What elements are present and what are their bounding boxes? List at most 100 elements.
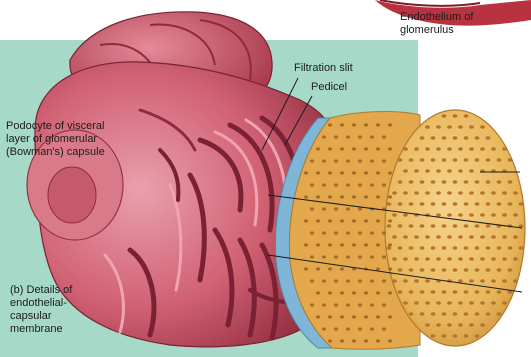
fenestra <box>425 169 430 173</box>
fenestra <box>364 123 368 126</box>
fenestra <box>346 279 350 282</box>
fenestra <box>491 213 496 217</box>
fenestra <box>480 301 485 305</box>
fenestra <box>464 158 469 162</box>
fenestra <box>502 257 507 261</box>
fenestra <box>458 169 463 173</box>
fenestra <box>358 231 362 234</box>
fenestra <box>420 246 425 250</box>
fenestra <box>442 334 447 338</box>
fenestra <box>398 246 403 250</box>
fenestra <box>376 123 380 126</box>
fenestra <box>352 243 356 246</box>
fenestra <box>364 243 368 246</box>
fenestra <box>442 202 447 206</box>
label-filtration-slit: Filtration slit <box>294 62 353 75</box>
fenestra <box>352 147 356 150</box>
fenestra <box>491 191 496 195</box>
fenestra <box>310 255 314 258</box>
fenestra <box>414 279 419 283</box>
fenestra <box>436 169 441 173</box>
fenestra <box>340 339 344 342</box>
fenestra <box>480 147 485 151</box>
fenestra <box>425 323 430 327</box>
fenestra <box>398 202 403 206</box>
fenestra <box>304 243 308 246</box>
fenestra <box>442 246 447 250</box>
fenestra <box>310 279 314 282</box>
fenestra <box>388 219 392 222</box>
fenestra <box>502 213 507 217</box>
fenestra <box>328 147 332 150</box>
fenestra <box>322 231 326 234</box>
fenestra <box>388 315 392 318</box>
fenestra <box>491 235 496 239</box>
fenestra <box>340 315 344 318</box>
fenestra <box>458 301 463 305</box>
fenestra <box>352 195 356 198</box>
fenestra <box>502 147 507 151</box>
fenestra <box>370 135 374 138</box>
fenestra <box>346 303 350 306</box>
fenestra <box>480 235 485 239</box>
fenestra <box>497 246 502 250</box>
fenestra <box>364 219 368 222</box>
fenestra <box>387 246 392 250</box>
fenestra <box>328 291 332 294</box>
fenestra <box>370 183 374 186</box>
fenestra <box>403 191 408 195</box>
fenestra <box>431 224 436 228</box>
fenestra <box>475 158 480 162</box>
fenestra <box>340 195 344 198</box>
fenestra <box>388 171 392 174</box>
fenestra <box>340 123 344 126</box>
fenestra <box>403 279 408 283</box>
fenestra <box>403 213 408 217</box>
fenestra <box>447 169 452 173</box>
fenestra <box>431 334 436 338</box>
fenestra <box>486 158 491 162</box>
fenestra <box>447 257 452 261</box>
fenestra <box>475 202 480 206</box>
fenestra <box>358 255 362 258</box>
fenestra <box>310 231 314 234</box>
fenestra <box>513 235 518 239</box>
fenestra <box>310 207 314 210</box>
fenestra <box>409 158 414 162</box>
caption: (b) Details of endothelial- capsular mem… <box>10 284 120 336</box>
fenestra <box>469 147 474 151</box>
fenestra <box>469 191 474 195</box>
fenestra <box>486 224 491 228</box>
fenestra <box>364 291 368 294</box>
fenestra <box>370 327 374 330</box>
fenestra <box>469 213 474 217</box>
fenestra <box>420 202 425 206</box>
fenestra <box>392 191 397 195</box>
fenestra <box>388 267 392 270</box>
fenestra <box>382 255 386 258</box>
fenestra <box>447 147 452 151</box>
fenestra <box>398 224 403 228</box>
fenestra <box>370 159 374 162</box>
fenestra <box>387 202 392 206</box>
fenestra <box>352 315 356 318</box>
fenestra <box>376 315 380 318</box>
fenestra <box>519 202 524 206</box>
fenestra <box>322 255 326 258</box>
fenestra <box>469 279 474 283</box>
fenestra <box>328 123 332 126</box>
fenestra <box>352 219 356 222</box>
fenestra <box>469 323 474 327</box>
fenestra <box>420 312 425 316</box>
fenestra <box>316 243 320 246</box>
fenestra <box>475 334 480 338</box>
fenestra <box>497 202 502 206</box>
fenestra <box>403 301 408 305</box>
fenestra <box>358 207 362 210</box>
fenestra <box>340 267 344 270</box>
fenestra <box>431 312 436 316</box>
fenestra <box>508 246 513 250</box>
fenestra <box>328 219 332 222</box>
fenestra <box>442 290 447 294</box>
